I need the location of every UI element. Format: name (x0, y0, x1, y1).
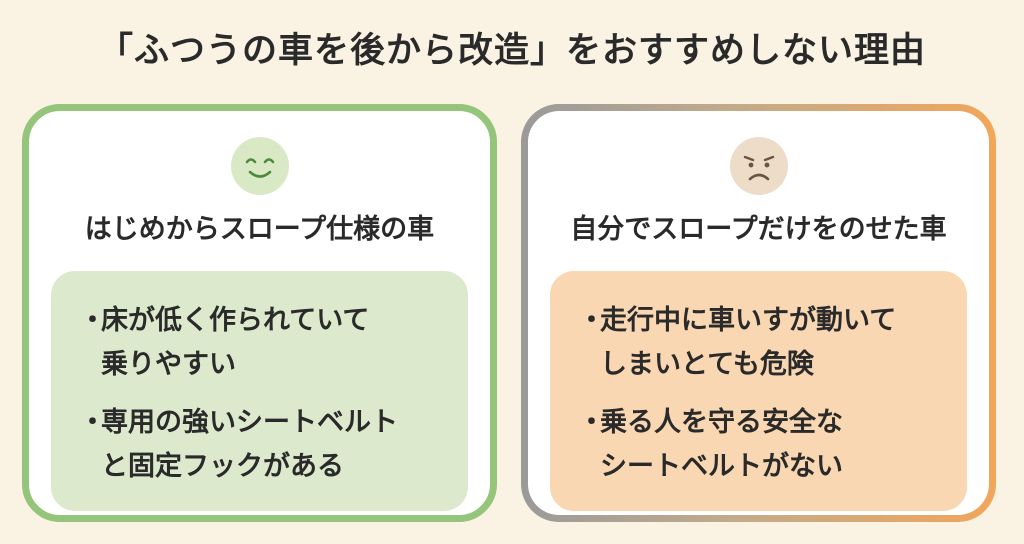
list-item-text: 専用の強いシートベルト と固定フックがある (101, 407, 398, 482)
bullet-dot: ・ (578, 407, 605, 438)
list-item: ・ 床が低く作られていて 乗りやすい (79, 299, 458, 387)
page-title: 「ふつうの車を後から改造」をおすすめしない理由 (97, 31, 926, 71)
bullet-dot: ・ (79, 407, 106, 438)
card-heading: 自分でスロープだけをのせた車 (570, 214, 947, 245)
list-item-text: 走行中に車いすが動いて しまいとても危険 (600, 305, 897, 380)
list-item: ・ 走行中に車いすが動いて しまいとても危険 (578, 299, 957, 387)
list-item: ・ 乗る人を守る安全な シートベルトがない (578, 401, 957, 489)
card-heading: はじめからスロープ仕様の車 (84, 214, 435, 245)
bullet-dot: ・ (79, 305, 106, 336)
list-item-text: 乗る人を守る安全な シートベルトがない (600, 407, 843, 482)
not-recommended-card: 自分でスロープだけをのせた車 ・ 走行中に車いすが動いて しまいとても危険 ・ … (521, 104, 996, 522)
smiling-face-icon (229, 135, 291, 197)
recommended-card: はじめからスロープ仕様の車 ・ 床が低く作られていて 乗りやすい ・ 専用の強い… (22, 104, 497, 522)
worried-face-icon (728, 135, 790, 197)
list-item: ・ 専用の強いシートベルト と固定フックがある (79, 401, 458, 489)
bullet-dot: ・ (578, 305, 605, 336)
risk-list: ・ 走行中に車いすが動いて しまいとても危険 ・ 乗る人を守る安全な シートベル… (550, 271, 967, 511)
benefit-list: ・ 床が低く作られていて 乗りやすい ・ 専用の強いシートベルト と固定フックが… (51, 271, 468, 511)
list-item-text: 床が低く作られていて 乗りやすい (101, 305, 370, 380)
